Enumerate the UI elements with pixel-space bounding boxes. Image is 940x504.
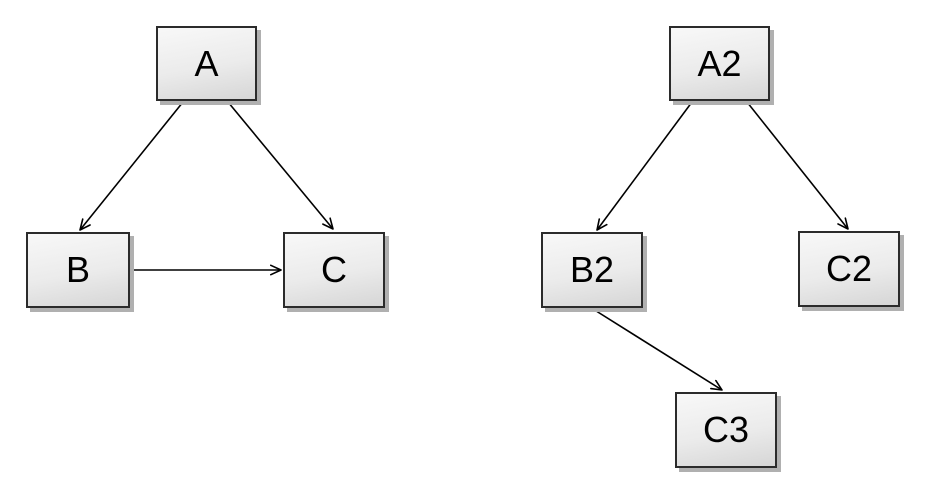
edge-b2-c3 bbox=[592, 308, 723, 391]
node-a[interactable]: A bbox=[156, 26, 257, 101]
edge-a-c bbox=[227, 101, 334, 230]
edge-a-b bbox=[79, 101, 184, 231]
edge-a2-c2 bbox=[746, 101, 849, 230]
node-c2-label: C2 bbox=[825, 248, 873, 289]
node-c-label: C bbox=[321, 249, 347, 290]
node-b-label: B bbox=[65, 249, 90, 290]
node-a-label: A bbox=[194, 42, 219, 84]
node-b[interactable]: B bbox=[26, 232, 130, 308]
node-c2[interactable]: C2 bbox=[798, 231, 900, 307]
node-b2[interactable]: B2 bbox=[541, 232, 643, 308]
node-b2-label: B2 bbox=[569, 249, 615, 290]
node-c3[interactable]: C3 bbox=[675, 392, 777, 468]
node-a2-label: A2 bbox=[697, 42, 742, 84]
edge-a2-b2 bbox=[596, 101, 693, 231]
node-a2[interactable]: A2 bbox=[669, 26, 770, 101]
node-c3-label: C3 bbox=[702, 409, 750, 450]
node-c[interactable]: C bbox=[283, 232, 385, 308]
